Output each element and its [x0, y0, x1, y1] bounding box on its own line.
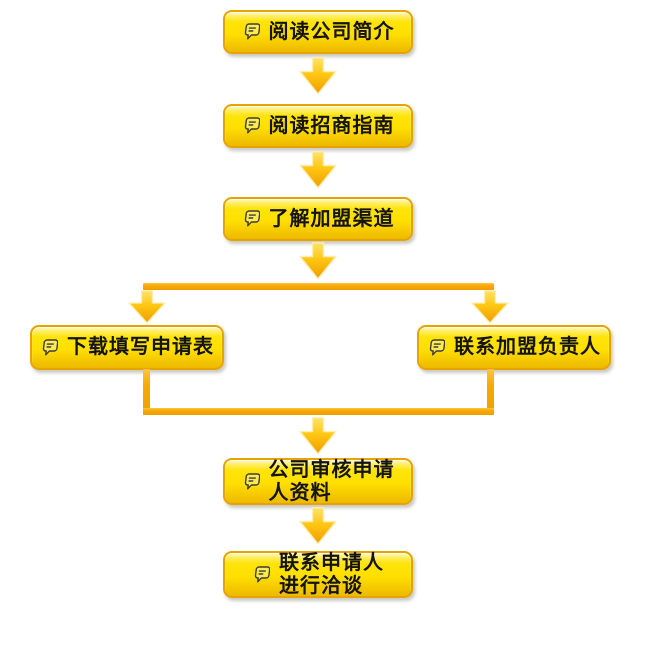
- down-arrow-icon: [298, 507, 338, 545]
- flow-step-label: 下载填写申请表: [67, 336, 214, 359]
- flow-step-contact-franchise-manager: 联系加盟负责人: [417, 325, 611, 370]
- merge-connector-right: [487, 369, 494, 415]
- flow-step-label: 阅读招商指南: [268, 114, 395, 137]
- flow-step-label: 联系申请人 进行洽谈: [279, 552, 384, 597]
- split-connector-bar: [143, 283, 494, 290]
- note-icon: [252, 565, 270, 585]
- note-icon: [242, 22, 260, 42]
- down-arrow-icon: [127, 290, 167, 324]
- flow-step-label: 公司审核申请 人资料: [268, 459, 395, 504]
- note-icon: [242, 116, 260, 136]
- down-arrow-icon: [298, 417, 338, 455]
- flow-step-download-application-form: 下载填写申请表: [30, 325, 224, 370]
- flow-step-learn-franchise-channels: 了解加盟渠道: [223, 197, 413, 241]
- flow-step-read-investment-guide: 阅读招商指南: [223, 104, 413, 148]
- flow-step-label: 联系加盟负责人: [454, 336, 601, 359]
- note-icon: [427, 338, 445, 358]
- flow-step-contact-applicant-negotiate: 联系申请人 进行洽谈: [223, 551, 413, 598]
- down-arrow-icon: [470, 290, 510, 324]
- flow-step-company-review-materials: 公司审核申请 人资料: [223, 458, 413, 505]
- note-icon: [40, 338, 58, 358]
- down-arrow-icon: [298, 242, 338, 280]
- note-icon: [242, 472, 260, 492]
- flow-step-label: 了解加盟渠道: [268, 207, 395, 230]
- merge-connector-bar: [143, 408, 494, 415]
- flow-step-read-company-intro: 阅读公司简介: [223, 10, 413, 54]
- note-icon: [242, 209, 260, 229]
- flow-step-label: 阅读公司简介: [268, 20, 395, 43]
- down-arrow-icon: [298, 151, 338, 189]
- down-arrow-icon: [298, 57, 338, 95]
- merge-connector-left: [143, 369, 150, 415]
